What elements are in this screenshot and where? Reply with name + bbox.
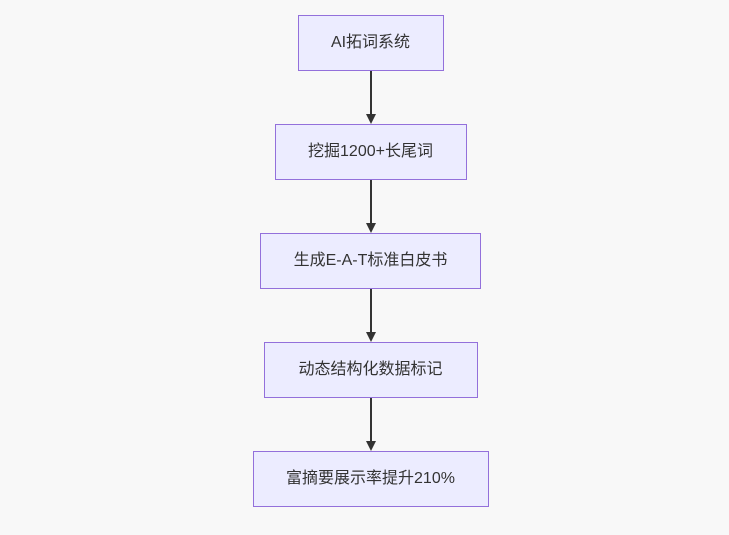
node-label: 富摘要展示率提升210% <box>286 470 455 487</box>
node-label: 挖掘1200+长尾词 <box>308 143 433 160</box>
arrow-down-icon <box>365 180 376 233</box>
arrow-down-icon <box>365 289 376 342</box>
flowchart-column: AI拓词系统 挖掘1200+长尾词 生成E-A-T标准白皮书 <box>6 0 729 507</box>
flowchart-node-ai-keyword-system: AI拓词系统 <box>297 15 444 71</box>
edge-3-4 <box>364 289 378 342</box>
flowchart-node-rich-snippet-rate: 富摘要展示率提升210% <box>252 451 489 507</box>
edge-1-2 <box>364 71 378 124</box>
edge-2-3 <box>364 180 378 233</box>
arrow-down-icon <box>365 398 376 451</box>
flowchart-node-longtail-mining: 挖掘1200+长尾词 <box>274 124 467 180</box>
node-label: AI拓词系统 <box>330 34 411 51</box>
arrow-down-icon <box>365 71 376 124</box>
edge-4-5 <box>364 398 378 451</box>
node-label: 生成E-A-T标准白皮书 <box>293 252 448 269</box>
flowchart-node-eat-whitepaper: 生成E-A-T标准白皮书 <box>260 233 481 289</box>
flowchart-node-structured-data-markup: 动态结构化数据标记 <box>263 342 478 398</box>
node-label: 动态结构化数据标记 <box>298 361 443 378</box>
